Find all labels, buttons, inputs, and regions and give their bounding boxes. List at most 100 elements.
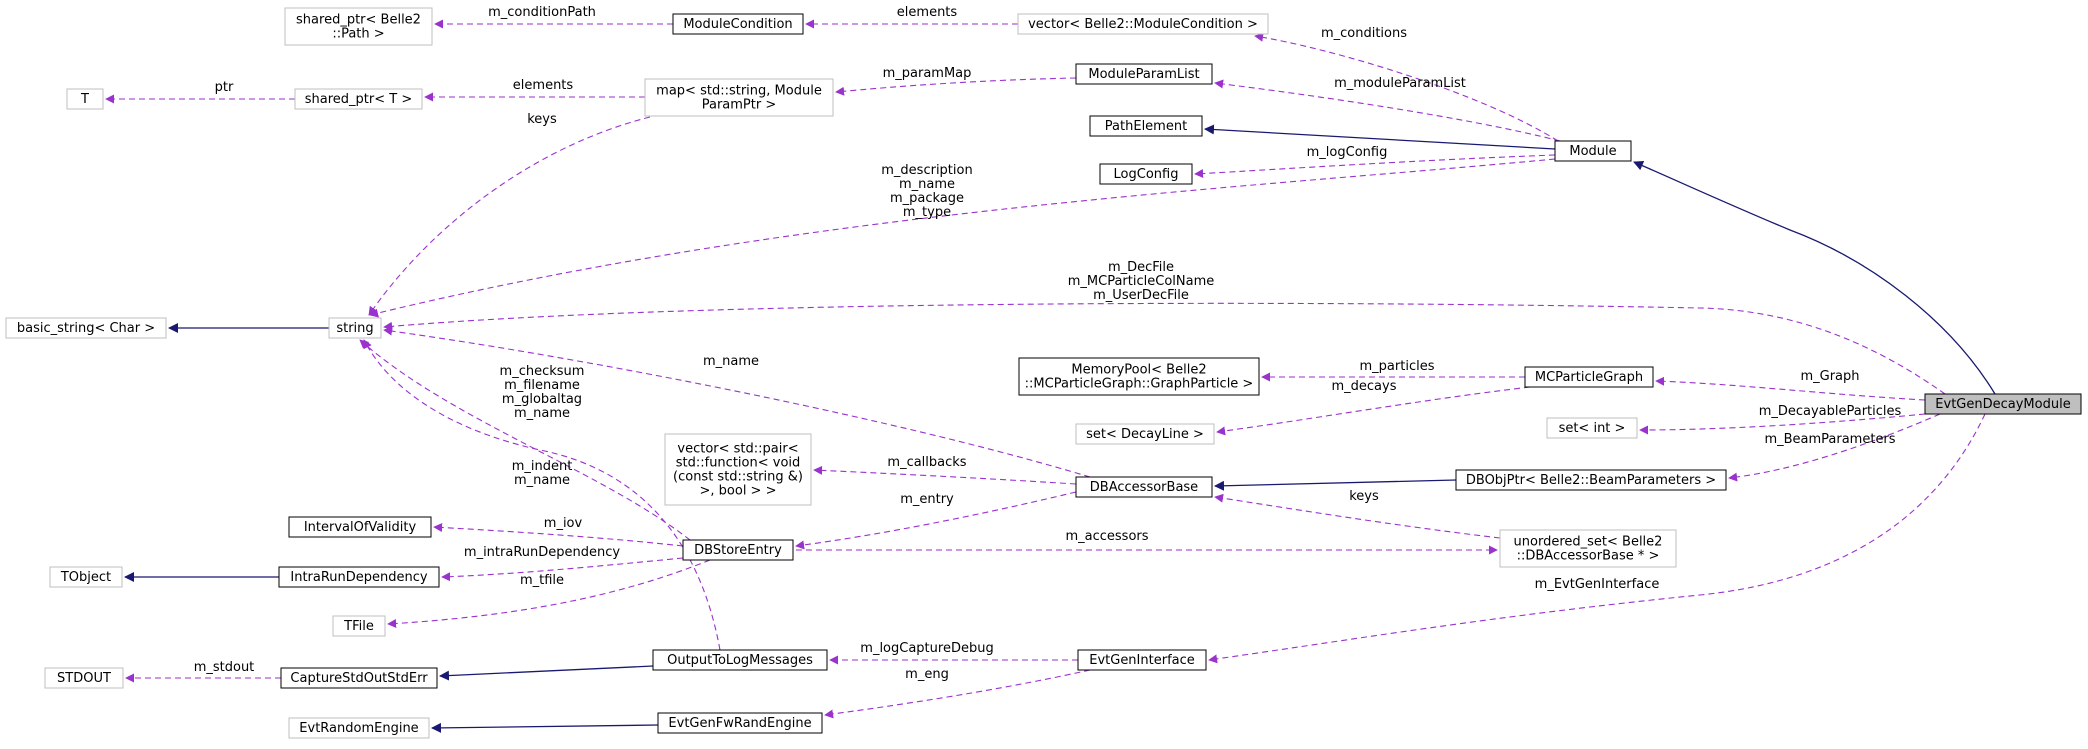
node-set-decayline[interactable]: set< DecayLine >: [1075, 423, 1215, 445]
node-module[interactable]: Module: [1554, 140, 1632, 162]
edge-label: m_name: [899, 177, 955, 192]
node-box: [280, 667, 438, 689]
node-label: set< DecayLine >: [1086, 427, 1204, 442]
node-memorypool[interactable]: MemoryPool< Belle2::MCParticleGraph::Gra…: [1018, 357, 1260, 396]
edge-decays: m_decays: [1216, 379, 1531, 436]
node-logconfig[interactable]: LogConfig: [1099, 163, 1193, 185]
node-mcparticlegraph[interactable]: MCParticleGraph: [1524, 366, 1654, 388]
node-label: IntraRunDependency: [290, 570, 428, 585]
node-dbstoreentry[interactable]: DBStoreEntry: [682, 539, 794, 561]
edge-map-elements: elements: [424, 78, 645, 102]
usage-arrow: [835, 77, 1077, 96]
usage-arrow: [824, 669, 1091, 719]
edge-label: m_description: [881, 163, 972, 178]
usage-arrow: [383, 326, 1091, 478]
edge-label: m_MCParticleColName: [1068, 274, 1215, 289]
edge-iov: m_iov: [433, 516, 684, 547]
node-box: [1924, 393, 2082, 415]
node-stdout[interactable]: STDOUT: [44, 667, 124, 689]
node-string[interactable]: string: [328, 317, 382, 339]
node-label: DBObjPtr< Belle2::BeamParameters >: [1466, 473, 1716, 488]
edge-cond-elements: elements: [805, 5, 1018, 29]
edge-intrarun: m_intraRunDependency: [441, 545, 684, 582]
edge-randengine-inherit: [431, 722, 659, 733]
node-box: [1455, 469, 1727, 491]
edge-callbacks: m_callbacks: [813, 455, 1077, 485]
node-evtgenfwrandengine[interactable]: EvtGenFwRandEngine: [657, 712, 823, 734]
edge-label: m_EvtGenInterface: [1535, 577, 1660, 592]
node-shared-ptr-T[interactable]: shared_ptr< T >: [294, 88, 423, 110]
node-box: [66, 88, 104, 110]
node-intervalofvalidity[interactable]: IntervalOfValidity: [288, 516, 432, 538]
usage-arrow: [383, 302, 1946, 395]
usage-arrow: [813, 465, 1077, 485]
usage-arrow: [369, 158, 1556, 318]
usage-arrow: [795, 491, 1077, 550]
edge-label: m_DecayableParticles: [1759, 404, 1902, 419]
node-box: [644, 78, 834, 117]
edge-label: m_type: [903, 205, 951, 220]
node-intrarundependency[interactable]: IntraRunDependency: [278, 566, 440, 588]
node-outputtolog[interactable]: OutputToLogMessages: [652, 649, 828, 671]
node-pathelement[interactable]: PathElement: [1089, 115, 1203, 137]
node-box: [1554, 140, 1632, 162]
node-evtrandomengine[interactable]: EvtRandomEngine: [288, 717, 430, 739]
edge-label: m_accessors: [1065, 529, 1148, 544]
edge-capture-inherit: [439, 665, 654, 681]
node-moduleparamlist[interactable]: ModuleParamList: [1075, 63, 1213, 85]
usage-arrow: [1216, 386, 1531, 436]
edge-label: m_moduleParamList: [1334, 76, 1466, 91]
node-box: [332, 615, 386, 637]
node-T[interactable]: T: [66, 88, 104, 110]
node-box: [288, 516, 432, 538]
edge-decayable: m_DecayableParticles: [1639, 404, 1926, 435]
edge-particles: m_particles: [1261, 359, 1525, 382]
node-label: MCParticleGraph: [1535, 370, 1643, 385]
node-label: EvtGenInterface: [1089, 653, 1195, 668]
node-unordered-set[interactable]: unordered_set< Belle2::DBAccessorBase * …: [1499, 529, 1677, 568]
edge-label: m_callbacks: [887, 455, 966, 470]
node-box: [5, 317, 167, 339]
node-vector-modulecondition[interactable]: vector< Belle2::ModuleCondition >: [1017, 13, 1269, 35]
edge-label: elements: [897, 5, 958, 20]
node-box: [328, 317, 382, 339]
edge-beamparams: m_BeamParameters: [1728, 413, 1941, 482]
edge-eng: m_eng: [824, 667, 1091, 719]
node-label: CaptureStdOutStdErr: [290, 671, 428, 686]
edge-condpath: m_conditionPath: [434, 5, 673, 29]
node-tobject[interactable]: TObject: [49, 566, 123, 588]
node-dbaccessorbase[interactable]: DBAccessorBase: [1075, 476, 1213, 498]
edge-label: m_indent: [512, 459, 573, 474]
node-tfile[interactable]: TFile: [332, 615, 386, 637]
usage-arrow: [387, 559, 711, 629]
edge-keys-uset: keys: [1214, 489, 1501, 539]
node-evtgeninterface[interactable]: EvtGenInterface: [1077, 649, 1207, 671]
edge-logconfig: m_logConfig: [1194, 145, 1556, 179]
node-capturestdout[interactable]: CaptureStdOutStdErr: [280, 667, 438, 689]
edge-label: m_logCaptureDebug: [860, 641, 993, 656]
usage-arrow: [433, 522, 684, 547]
edge-label: m_name: [514, 406, 570, 421]
usage-arrow: [359, 339, 691, 541]
usage-arrow: [368, 116, 651, 316]
node-label: TFile: [343, 619, 374, 634]
edge-label: m_globaltag: [502, 392, 582, 407]
node-vector-pair[interactable]: vector< std::pair<std::function< void(co…: [664, 433, 812, 506]
node-shared-ptr-path[interactable]: shared_ptr< Belle2::Path >: [284, 7, 433, 46]
node-label: basic_string< Char >: [17, 321, 155, 336]
node-evtgendecaymodule[interactable]: EvtGenDecayModule: [1924, 393, 2082, 415]
node-dbobjptr[interactable]: DBObjPtr< Belle2::BeamParameters >: [1455, 469, 1727, 491]
edge-keys-map: keys: [368, 112, 651, 316]
edge-label: keys: [527, 112, 557, 127]
edge-accessors: m_accessors: [796, 529, 1498, 555]
edge-label: m_UserDecFile: [1093, 288, 1189, 303]
node-basic-string[interactable]: basic_string< Char >: [5, 317, 167, 339]
edge-dbacc-name: m_name: [383, 326, 1091, 478]
node-box: [284, 7, 433, 46]
edge-label: m_name: [703, 354, 759, 369]
node-box: [1018, 357, 1260, 396]
node-modulecondition[interactable]: ModuleCondition: [672, 13, 804, 35]
node-set-int[interactable]: set< int >: [1546, 417, 1638, 439]
